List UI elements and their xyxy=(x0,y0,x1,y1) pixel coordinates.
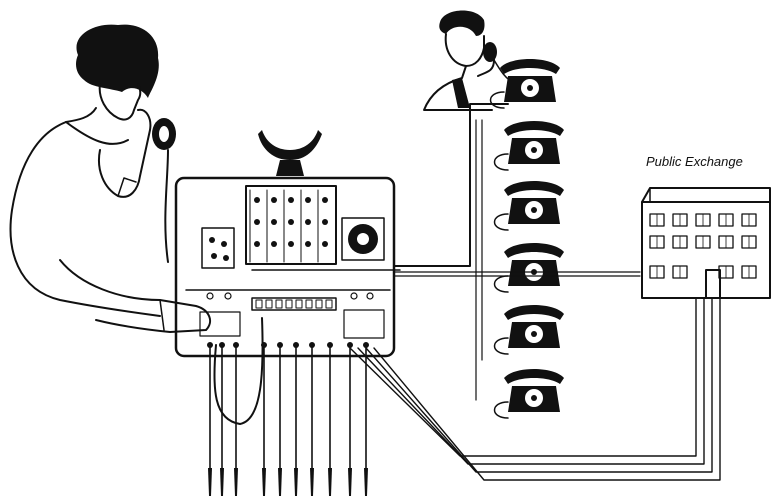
jack xyxy=(322,241,328,247)
jack xyxy=(271,241,277,247)
exchange-building xyxy=(642,188,770,298)
caller-figure xyxy=(424,10,516,110)
jack xyxy=(322,219,328,225)
jack xyxy=(271,197,277,203)
telephone-2 xyxy=(495,181,565,230)
plug xyxy=(208,468,212,496)
jack xyxy=(305,197,311,203)
telephone-4 xyxy=(495,305,565,354)
plug xyxy=(348,468,352,496)
plug xyxy=(278,468,282,496)
jack xyxy=(322,197,328,203)
telephone-1 xyxy=(495,121,565,170)
jack xyxy=(254,197,260,203)
jack xyxy=(271,219,277,225)
plug xyxy=(310,468,314,496)
plug xyxy=(262,468,266,496)
plug xyxy=(234,468,238,496)
jack xyxy=(288,219,294,225)
jack xyxy=(288,197,294,203)
jack xyxy=(305,241,311,247)
extension-telephones xyxy=(491,59,565,418)
jack xyxy=(254,241,260,247)
telephone-5 xyxy=(495,369,565,418)
jack xyxy=(305,219,311,225)
plug xyxy=(364,468,368,496)
plug xyxy=(294,468,298,496)
plug xyxy=(220,468,224,496)
public-exchange-label: Public Exchange xyxy=(646,154,743,169)
jack xyxy=(288,241,294,247)
plug-cords xyxy=(207,318,369,496)
jack xyxy=(254,219,260,225)
plug xyxy=(328,468,332,496)
telephone-top xyxy=(491,59,561,108)
telephone-3 xyxy=(495,243,565,292)
